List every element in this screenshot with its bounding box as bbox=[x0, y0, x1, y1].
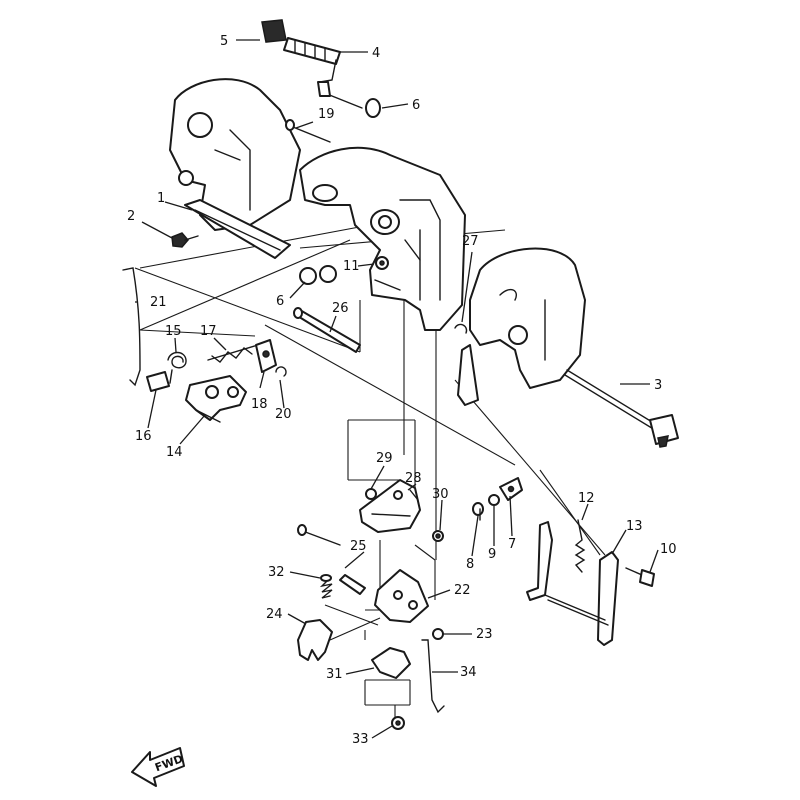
tilt-handle-grip bbox=[261, 19, 341, 65]
bumper-16 bbox=[146, 371, 170, 392]
callout-30: 30 bbox=[432, 487, 449, 502]
callout-18: 18 bbox=[251, 397, 268, 412]
callout-13: 13 bbox=[626, 519, 643, 534]
callout-11: 11 bbox=[343, 259, 360, 274]
callout-5: 5 bbox=[220, 34, 228, 49]
callout-9: 9 bbox=[488, 547, 496, 562]
rod-21 bbox=[122, 267, 141, 387]
callout-8: 8 bbox=[466, 557, 474, 572]
callout-29: 29 bbox=[376, 451, 393, 466]
callout-26: 26 bbox=[332, 301, 349, 316]
bolt-2 bbox=[171, 232, 199, 248]
bolt-10 bbox=[625, 567, 655, 587]
callout-2: 2 bbox=[127, 209, 135, 224]
callout-leaders bbox=[135, 39, 659, 739]
bolt-8 bbox=[472, 502, 484, 521]
washer-11 bbox=[375, 256, 389, 270]
bracket-plate-14 bbox=[185, 375, 247, 423]
callout-27: 27 bbox=[462, 234, 479, 249]
callout-1: 1 bbox=[157, 191, 165, 206]
nut-30 bbox=[432, 530, 444, 542]
lock-lever-28 bbox=[359, 479, 421, 533]
callout-6-lower: 6 bbox=[276, 294, 284, 309]
callout-4: 4 bbox=[372, 46, 380, 61]
callout-12: 12 bbox=[578, 491, 595, 506]
tilt-tube-3 bbox=[564, 369, 679, 448]
clamp-bracket-right bbox=[457, 247, 586, 406]
bolt-25 bbox=[297, 524, 341, 546]
lever-18 bbox=[255, 339, 277, 373]
pin-19 bbox=[285, 119, 331, 143]
callout-16: 16 bbox=[135, 429, 152, 444]
circlip-27 bbox=[454, 323, 468, 334]
nut-33 bbox=[391, 716, 405, 730]
swivel-bracket bbox=[299, 146, 466, 331]
forward-arrow: FWD bbox=[131, 747, 185, 787]
callout-22: 22 bbox=[454, 583, 471, 598]
spring-32 bbox=[319, 574, 333, 599]
plate-31 bbox=[371, 647, 411, 679]
callout-33: 33 bbox=[352, 732, 369, 747]
spring-15 bbox=[167, 351, 187, 384]
bushings-6-lower bbox=[299, 265, 337, 285]
callout-28: 28 bbox=[405, 471, 422, 486]
wire-spring-34 bbox=[421, 639, 445, 714]
callout-3: 3 bbox=[654, 378, 662, 393]
plate-1 bbox=[184, 199, 291, 259]
callout-31: 31 bbox=[326, 667, 343, 682]
callout-32: 32 bbox=[268, 565, 285, 580]
callout-17: 17 bbox=[200, 324, 217, 339]
spring-12 bbox=[574, 519, 586, 573]
bushing-6-top bbox=[365, 98, 381, 118]
lever-7 bbox=[499, 477, 523, 501]
callout-21: 21 bbox=[150, 295, 167, 310]
spring-17 bbox=[207, 344, 259, 363]
washer-29 bbox=[365, 488, 377, 500]
lever-13 bbox=[526, 521, 619, 646]
callout-14: 14 bbox=[166, 445, 183, 460]
clamp-bracket-left bbox=[169, 78, 301, 231]
hook-lever-24 bbox=[297, 619, 333, 661]
callout-6-top: 6 bbox=[412, 98, 420, 113]
callout-15: 15 bbox=[165, 324, 182, 339]
callout-20: 20 bbox=[275, 407, 292, 422]
tilt-handle-rod bbox=[317, 59, 363, 109]
callout-labels: 5 4 6 19 1 2 11 27 6 26 21 15 17 18 20 1… bbox=[127, 34, 677, 747]
callout-19: 19 bbox=[318, 107, 335, 122]
washer-23 bbox=[432, 628, 444, 640]
callout-25: 25 bbox=[350, 539, 367, 554]
callout-23: 23 bbox=[476, 627, 493, 642]
callout-24: 24 bbox=[266, 607, 283, 622]
callout-34: 34 bbox=[460, 665, 477, 680]
pin-25 bbox=[339, 574, 366, 595]
washer-9 bbox=[488, 494, 500, 506]
bracket-22 bbox=[374, 569, 429, 623]
callout-10: 10 bbox=[660, 542, 677, 557]
shaft-26 bbox=[293, 307, 361, 353]
callout-7: 7 bbox=[508, 537, 516, 552]
circlip-20 bbox=[275, 366, 287, 377]
